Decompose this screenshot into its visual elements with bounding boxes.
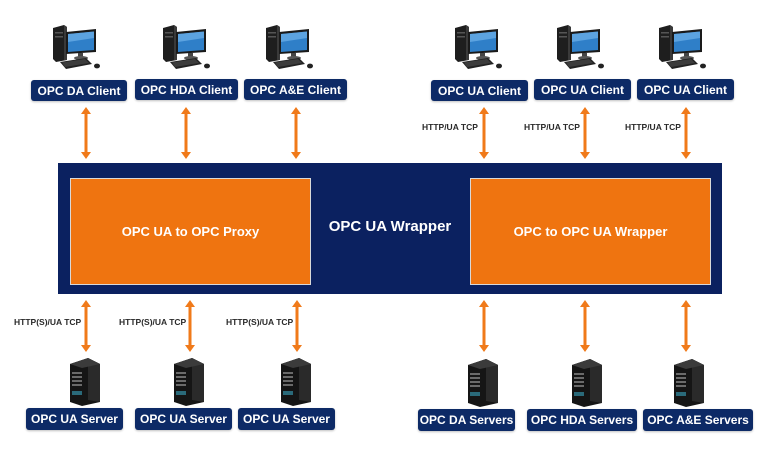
desktop-computer-icon (266, 25, 313, 69)
server-tower-icon (468, 359, 498, 407)
protocol-label: HTTP/UA TCP (422, 122, 478, 132)
bidirectional-arrow-icon (292, 300, 302, 352)
opc-to-opc-ua-wrapper-box: OPC to OPC UA Wrapper (470, 178, 711, 285)
protocol-label: HTTP(S)/UA TCP (119, 317, 187, 327)
bidirectional-arrow-icon (479, 300, 489, 352)
desktop-computer-icon (557, 25, 604, 69)
client-label: OPC HDA Client (135, 79, 238, 100)
server-label: OPC A&E Servers (643, 409, 753, 431)
server-label: OPC UA Server (26, 408, 123, 430)
desktop-computer-icon (53, 25, 100, 69)
bidirectional-arrow-icon (580, 300, 590, 352)
protocol-label: HTTP(S)/UA TCP (226, 317, 294, 327)
bidirectional-arrow-icon (181, 107, 191, 159)
server-tower-icon (674, 359, 704, 407)
client-label: OPC DA Client (31, 80, 127, 101)
server-tower-icon (174, 358, 204, 406)
desktop-computer-icon (163, 25, 210, 69)
bidirectional-arrow-icon (479, 107, 489, 159)
client-label: OPC UA Client (431, 80, 528, 101)
wrapper-title: OPC UA Wrapper (328, 218, 452, 235)
desktop-computer-icon (659, 25, 706, 69)
server-tower-icon (281, 358, 311, 406)
bidirectional-arrow-icon (681, 300, 691, 352)
server-tower-icon (572, 359, 602, 407)
client-label: OPC A&E Client (244, 79, 347, 100)
server-label: OPC UA Server (135, 408, 232, 430)
bidirectional-arrow-icon (81, 300, 91, 352)
bidirectional-arrow-icon (291, 107, 301, 159)
client-label: OPC UA Client (534, 79, 631, 100)
server-label: OPC UA Server (238, 408, 335, 430)
protocol-label: HTTP/UA TCP (524, 122, 580, 132)
opc-ua-to-opc-proxy-box: OPC UA to OPC Proxy (70, 178, 311, 285)
bidirectional-arrow-icon (681, 107, 691, 159)
protocol-label: HTTP(S)/UA TCP (14, 317, 82, 327)
server-label: OPC HDA Servers (527, 409, 637, 431)
desktop-computer-icon (455, 25, 502, 69)
wrapper-box-label: OPC to OPC UA Wrapper (513, 224, 668, 239)
proxy-box-label: OPC UA to OPC Proxy (121, 224, 260, 239)
server-label: OPC DA Servers (418, 409, 515, 431)
protocol-label: HTTP/UA TCP (625, 122, 681, 132)
bidirectional-arrow-icon (580, 107, 590, 159)
server-tower-icon (70, 358, 100, 406)
bidirectional-arrow-icon (185, 300, 195, 352)
bidirectional-arrow-icon (81, 107, 91, 159)
client-label: OPC UA Client (637, 79, 734, 100)
